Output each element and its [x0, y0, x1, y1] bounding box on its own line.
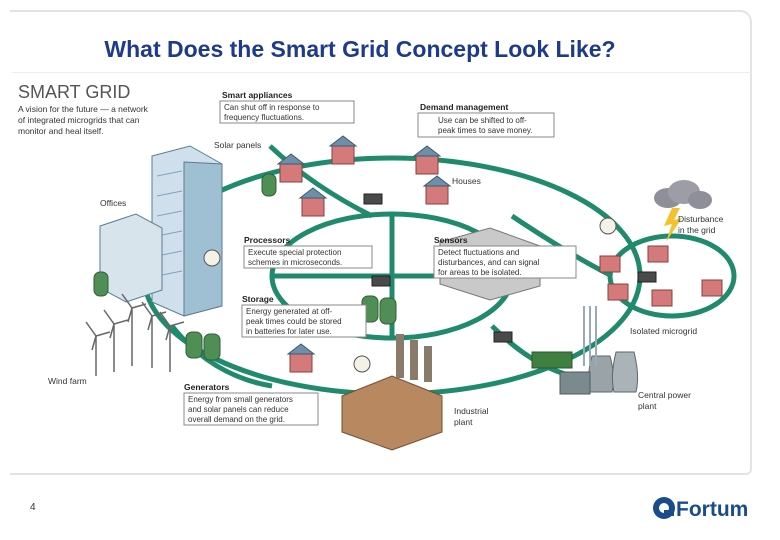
label-disturbance-1: Disturbance — [678, 214, 724, 224]
smart-grid-diagram: SMART GRID A vision for the future — a n… — [18, 82, 737, 451]
grid-link-1 — [268, 144, 374, 219]
callout-sensors: Sensors Detect fluctuations and disturba… — [433, 235, 577, 279]
callout-line: Can shut off in response to — [224, 103, 320, 112]
slide-frame — [10, 10, 752, 475]
callout-line: disturbances, and can signal — [438, 258, 540, 267]
callout-smart-appliances: Smart appliances Can shut off in respons… — [219, 90, 355, 124]
callout-title: Generators — [184, 382, 230, 392]
callout-line: in batteries for later use. — [246, 327, 332, 336]
callout-demand-management: Demand management Use can be shifted to … — [417, 102, 555, 138]
callout-line: Execute special protection — [248, 248, 341, 257]
label-houses: Houses — [452, 176, 481, 186]
callout-title: Demand management — [420, 102, 508, 112]
callout-line: Use can be shifted to off- — [438, 116, 527, 125]
fortum-logo-icon — [653, 497, 675, 519]
label-solar-panels: Solar panels — [214, 140, 261, 150]
callout-line: Detect fluctuations and — [438, 248, 519, 257]
grid-link-5 — [170, 324, 273, 389]
intro-line-1: A vision for the future — a network — [18, 104, 149, 114]
houses — [279, 145, 723, 373]
callout-storage: Storage Energy generated at off- peak ti… — [241, 294, 367, 338]
callout-line: peak times could be stored — [246, 317, 342, 326]
office-tower — [151, 145, 223, 317]
callout-line: frequency fluctuations. — [224, 113, 304, 122]
callout-processors: Processors Execute special protection sc… — [243, 235, 373, 269]
intro-line-2: of integrated microgrids that can — [18, 115, 140, 125]
callout-title: Processors — [244, 235, 291, 245]
label-industrial-plant-2: plant — [454, 417, 473, 427]
callout-title: Smart appliances — [222, 90, 293, 100]
label-disturbance-2: in the grid — [678, 225, 716, 235]
page-number: 4 — [30, 502, 36, 513]
callout-line: and solar panels can reduce — [188, 405, 289, 414]
label-wind-farm: Wind farm — [48, 376, 87, 386]
intro-line-3: monitor and heal itself. — [18, 126, 104, 136]
storm-cloud-icon — [654, 180, 712, 242]
slide-title: What Does the Smart Grid Concept Look Li… — [104, 36, 616, 62]
house-roofs — [276, 135, 452, 355]
label-industrial-plant-1: Industrial — [454, 406, 489, 416]
label-central-power-plant-2: plant — [638, 401, 657, 411]
callout-line: Energy generated at off- — [246, 307, 332, 316]
callout-line: overall demand on the grid. — [188, 415, 285, 424]
processor-chips — [363, 193, 657, 343]
fortum-logo-text: Fortum — [676, 498, 748, 521]
callout-generators: Generators Energy from small generators … — [183, 382, 319, 426]
title-divider — [12, 72, 752, 73]
fortum-logo: Fortum — [652, 494, 756, 522]
wind-farm — [85, 293, 185, 376]
diagram-heading: SMART GRID — [18, 82, 130, 102]
callout-line: peak times to save money. — [438, 126, 533, 135]
label-isolated-microgrid: Isolated microgrid — [630, 326, 697, 336]
callout-title: Storage — [242, 294, 274, 304]
central-power-plant — [531, 306, 639, 395]
label-central-power-plant-1: Central power — [638, 390, 691, 400]
callout-line: for areas to be isolated. — [438, 268, 522, 277]
callout-line: Energy from small generators — [188, 395, 293, 404]
office-low — [99, 213, 163, 303]
label-offices: Offices — [100, 198, 126, 208]
industrial-plant — [341, 334, 443, 451]
callout-line: schemes in microseconds. — [248, 258, 342, 267]
callout-title: Sensors — [434, 235, 468, 245]
